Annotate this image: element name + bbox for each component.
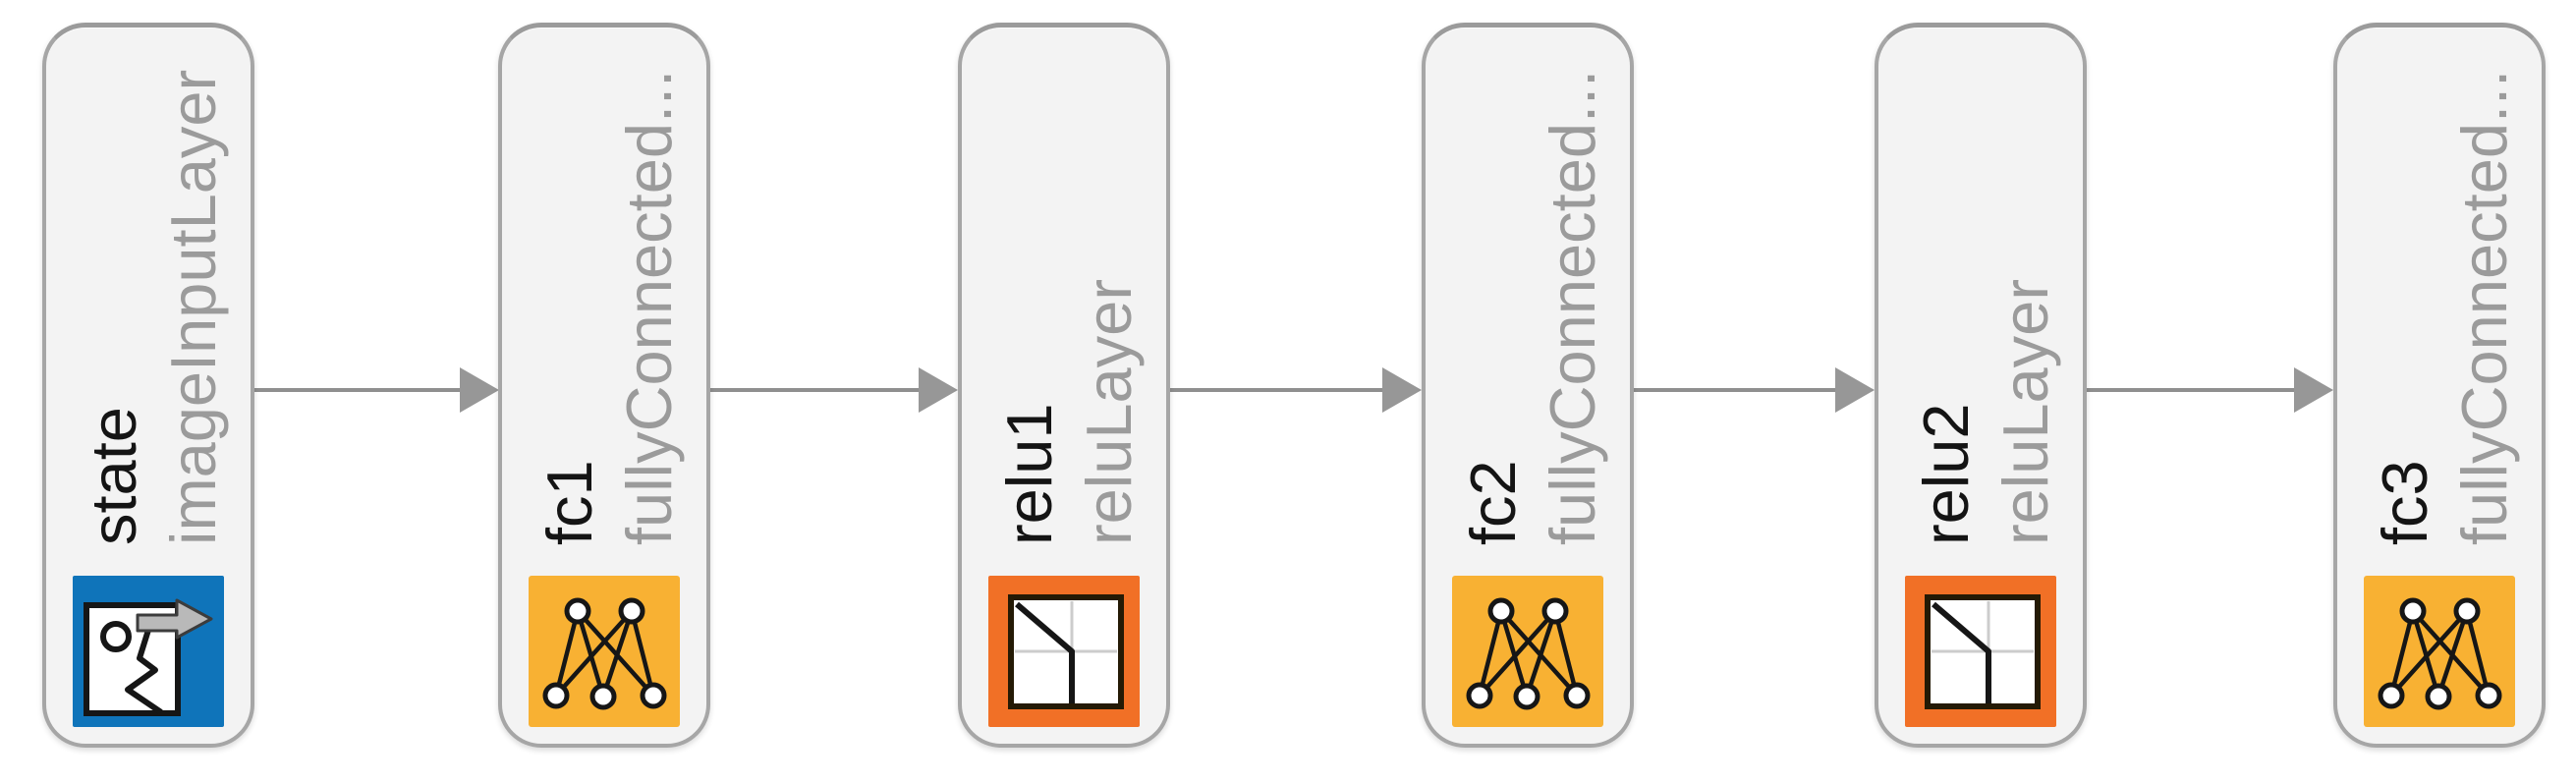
layer-label: state imageInputLayer <box>74 70 233 545</box>
layer-node-fc1[interactable]: fc1 fullyConnected... <box>498 23 710 748</box>
layer-type: imageInputLayer <box>157 69 229 545</box>
connector-line <box>254 388 460 392</box>
connector-line <box>710 388 919 392</box>
connection-relu1-fc2 <box>1170 367 1422 413</box>
layer-label: relu2 reluLayer <box>1906 279 2065 545</box>
connector-line <box>2087 388 2294 392</box>
fully-connected-icon <box>2364 576 2515 727</box>
layer-type: reluLayer <box>1073 279 1145 545</box>
layer-type: fullyConnected... <box>2448 69 2520 545</box>
layer-node-relu1[interactable]: relu1 reluLayer <box>958 23 1170 748</box>
layer-node-fc3[interactable]: fc3 fullyConnected... <box>2333 23 2546 748</box>
layer-name: relu2 <box>1910 403 1982 545</box>
layer-type: reluLayer <box>1989 279 2061 545</box>
fully-connected-icon <box>1452 576 1603 727</box>
connection-fc2-relu2 <box>1634 367 1875 413</box>
fully-connected-icon <box>529 576 680 727</box>
layer-label: relu1 reluLayer <box>989 279 1148 545</box>
relu-icon <box>1905 576 2056 727</box>
layer-name: fc2 <box>1457 460 1529 545</box>
arrowhead-icon <box>2294 367 2333 413</box>
layer-node-fc2[interactable]: fc2 fullyConnected... <box>1422 23 1634 748</box>
layer-name: relu1 <box>993 403 1065 545</box>
arrowhead-icon <box>1835 367 1875 413</box>
connector-line <box>1634 388 1835 392</box>
connection-fc1-relu1 <box>710 367 958 413</box>
layer-type: fullyConnected... <box>1537 69 1608 545</box>
image-input-icon <box>73 576 224 727</box>
layer-node-state[interactable]: state imageInputLayer <box>42 23 254 748</box>
relu-icon <box>988 576 1140 727</box>
layer-name: fc1 <box>533 460 605 545</box>
layer-label: fc3 fullyConnected... <box>2365 70 2524 545</box>
connection-relu2-fc3 <box>2087 367 2333 413</box>
layer-label: fc1 fullyConnected... <box>530 70 689 545</box>
connector-line <box>1170 388 1382 392</box>
arrowhead-icon <box>460 367 499 413</box>
arrowhead-icon <box>1382 367 1422 413</box>
arrowhead-icon <box>919 367 958 413</box>
layer-name: state <box>78 407 149 545</box>
layer-type: fullyConnected... <box>613 69 685 545</box>
layer-name: fc3 <box>2369 460 2440 545</box>
layer-label: fc2 fullyConnected... <box>1453 70 1612 545</box>
connection-state-fc1 <box>254 367 499 413</box>
layer-node-relu2[interactable]: relu2 reluLayer <box>1875 23 2087 748</box>
